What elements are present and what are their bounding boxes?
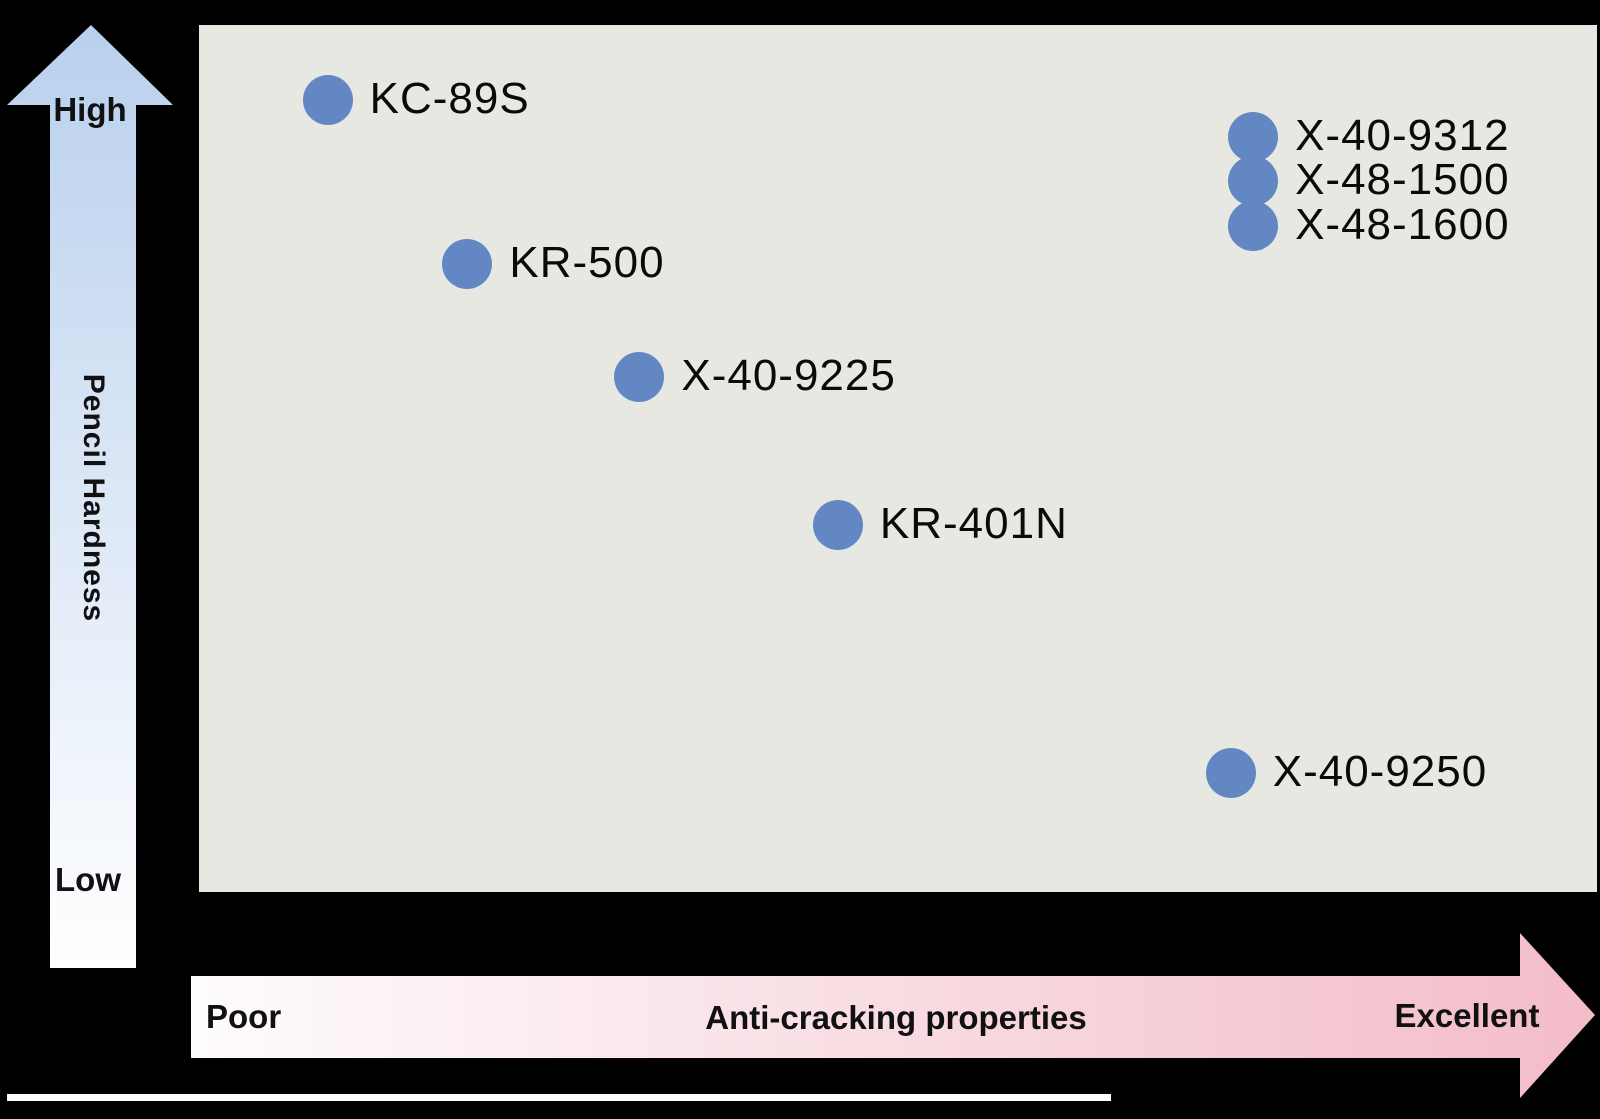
y-axis-arrow — [7, 25, 173, 968]
x-axis-excellent-label: Excellent — [1394, 997, 1540, 1034]
data-point-dot — [442, 239, 493, 290]
x-axis-title: Anti-cracking properties — [705, 999, 1087, 1036]
data-point-dot — [302, 75, 353, 126]
data-point-label: KC-89S — [369, 74, 530, 124]
y-axis-low-label: Low — [55, 861, 121, 898]
data-point-dot — [614, 352, 665, 402]
data-point-label: KR-401N — [879, 499, 1068, 549]
data-point-label: KR-500 — [509, 238, 665, 288]
data-point-dot — [1228, 201, 1279, 252]
data-point-label: X-48-1600 — [1295, 200, 1510, 250]
bottom-divider-line — [7, 1094, 1111, 1101]
y-axis-high-label: High — [53, 91, 127, 128]
data-point-dot — [1205, 748, 1256, 799]
data-point-label: X-40-9225 — [681, 351, 896, 400]
data-point-label: X-48-1500 — [1295, 155, 1510, 205]
x-axis-poor-label: Poor — [206, 998, 282, 1035]
y-axis-title: Pencil Hardness — [77, 373, 110, 623]
data-point-label: X-40-9250 — [1272, 747, 1488, 797]
x-axis-arrow — [191, 933, 1595, 1098]
plot-area — [199, 25, 1597, 892]
data-point-dot — [812, 500, 863, 551]
data-point-dot — [1228, 111, 1279, 162]
data-point-label: X-40-9312 — [1295, 110, 1510, 160]
data-point-dot — [1228, 156, 1279, 207]
